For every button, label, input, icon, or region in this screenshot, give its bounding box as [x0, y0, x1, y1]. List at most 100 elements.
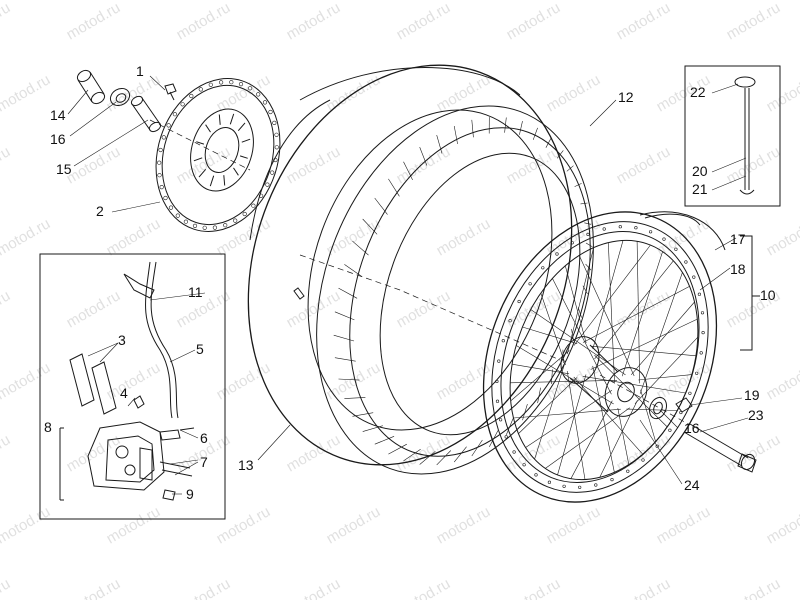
spoke: [594, 354, 668, 428]
watermark-text: motod.ru: [434, 503, 494, 547]
rim-nipple: [508, 319, 512, 323]
watermark-text: motod.ru: [64, 287, 124, 331]
tread-groove: [436, 135, 443, 154]
disc-hole: [189, 93, 194, 99]
tread-groove: [333, 334, 355, 342]
watermark-text: motod.ru: [0, 71, 53, 115]
tread-groove: [419, 146, 428, 166]
tread-groove: [403, 161, 413, 181]
spoke: [540, 293, 566, 365]
watermark-text: motod.ru: [614, 575, 674, 600]
spoke: [534, 360, 566, 460]
disc-hole: [242, 211, 247, 217]
tyre: [247, 64, 573, 466]
disc-hole: [198, 87, 203, 92]
disc-hole: [256, 92, 261, 97]
disc-slot: [241, 138, 251, 143]
rim-nipples: [495, 225, 705, 489]
spoke: [594, 260, 674, 360]
callout-labels: 1 2 3 4 5 6 7 8 9 10 11 12 13 14 15 16 1…: [44, 63, 776, 502]
rim-nipple: [497, 359, 501, 363]
watermark-text: motod.ru: [614, 0, 674, 43]
watermark-text: motod.ru: [174, 287, 234, 331]
callout-10: 10: [760, 287, 776, 303]
tread-groove: [403, 448, 421, 462]
assembly-bracket: [740, 235, 760, 351]
watermark-text: motod.ru: [174, 0, 234, 43]
callout-19: 19: [744, 387, 760, 403]
tread-groove: [506, 418, 514, 436]
disc-hole: [219, 80, 224, 85]
disc-hole: [272, 120, 277, 125]
spoke: [617, 407, 630, 465]
disc-slot: [233, 167, 239, 176]
watermark-text: motod.ru: [504, 431, 564, 475]
tread-groove: [334, 311, 355, 321]
callout-20: 20: [692, 163, 708, 179]
disc-slot: [198, 168, 207, 178]
tread-groove: [532, 127, 538, 140]
spoke: [525, 389, 613, 448]
tread-groove: [471, 439, 483, 457]
disc-hole: [161, 135, 166, 140]
tread-groove: [537, 387, 541, 404]
valve-box: [684, 65, 781, 207]
watermark-text: motod.ru: [394, 575, 454, 600]
disc-hole: [192, 223, 198, 228]
rim-nipple: [610, 478, 614, 482]
tread-groove: [436, 450, 452, 466]
rim-nipple: [641, 458, 645, 462]
spoke: [634, 336, 699, 404]
disc-slot: [237, 122, 246, 132]
watermark-text: motod.ru: [394, 431, 454, 475]
watermark-text: motod.ru: [394, 143, 454, 187]
rim-nipple: [699, 351, 703, 355]
tread-groove: [352, 412, 374, 417]
rim-nipple: [700, 311, 705, 315]
disc-slot: [209, 175, 215, 187]
rim-nipple: [674, 247, 678, 251]
watermark-text: motod.ru: [64, 575, 124, 600]
rim-nipple: [697, 292, 702, 296]
watermark-text: motod.ru: [654, 503, 714, 547]
watermark-text: motod.ru: [0, 0, 13, 43]
disc-hole: [262, 100, 268, 105]
disc-hole: [212, 225, 217, 230]
disc-hole: [265, 182, 270, 187]
tread-groove: [566, 165, 574, 172]
disc-hole: [208, 82, 213, 87]
disc-hole: [157, 160, 162, 165]
leader-lines: [67, 75, 749, 495]
watermark-text: motod.ru: [764, 71, 800, 115]
tread-groove: [585, 263, 592, 271]
rim-nipple: [562, 484, 566, 488]
tread-groove: [388, 443, 407, 455]
tread-groove: [584, 222, 592, 225]
callout-24: 24: [684, 477, 700, 493]
tread-groove: [419, 451, 436, 465]
watermark-text: motod.ru: [0, 215, 53, 259]
rim-nipple: [602, 227, 606, 231]
tread-groove: [374, 197, 388, 215]
tread-groove: [374, 436, 395, 445]
rim-nipple: [517, 299, 521, 304]
spoke: [566, 370, 586, 480]
tread-groove: [338, 287, 358, 299]
callout-8: 8: [44, 419, 52, 435]
callout-1: 1: [136, 63, 144, 79]
disc-hole: [163, 195, 168, 201]
disc-hole: [168, 205, 174, 210]
spoke: [565, 265, 587, 344]
tread-groove: [574, 183, 582, 187]
disc-slot: [196, 141, 205, 145]
spoke: [582, 286, 690, 343]
disc-hole: [166, 123, 171, 128]
spoke: [582, 376, 686, 394]
callout-22: 22: [690, 84, 706, 100]
watermark-text: motod.ru: [764, 359, 800, 403]
spoke: [522, 326, 578, 344]
watermark-text: motod.ru: [104, 503, 164, 547]
watermark-text: motod.ru: [104, 215, 164, 259]
